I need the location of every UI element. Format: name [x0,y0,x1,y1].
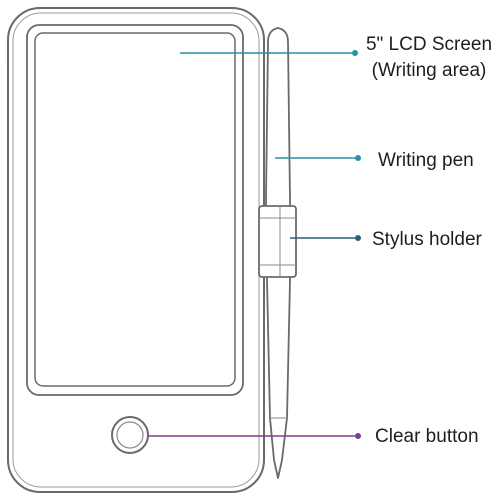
pen-label: Writing pen [378,148,474,174]
holder-label-text: Stylus holder [372,229,482,250]
callout-dot-clear [355,433,361,439]
holder-label: Stylus holder [372,227,482,253]
writing-pen [265,27,291,479]
screen-label: 5" LCD Screen (Writing area) [358,32,500,84]
clear-button-inner [116,421,144,449]
screen-label-line2: (Writing area) [371,60,487,81]
screen-label-line1: 5" LCD Screen [365,34,493,55]
callout-dot-holder [355,235,361,241]
screen-bezel [26,24,244,396]
callout-dot-pen [355,155,361,161]
pen-label-text: Writing pen [378,150,474,171]
stylus-holder [258,205,297,278]
clear-label-text: Clear button [375,426,479,447]
callout-dot-screen [352,50,358,56]
clear-button[interactable] [111,416,149,454]
lcd-screen [34,32,236,387]
tablet-body-outer [7,7,265,493]
tablet-body-inner [12,12,260,488]
clear-label: Clear button [375,424,479,450]
